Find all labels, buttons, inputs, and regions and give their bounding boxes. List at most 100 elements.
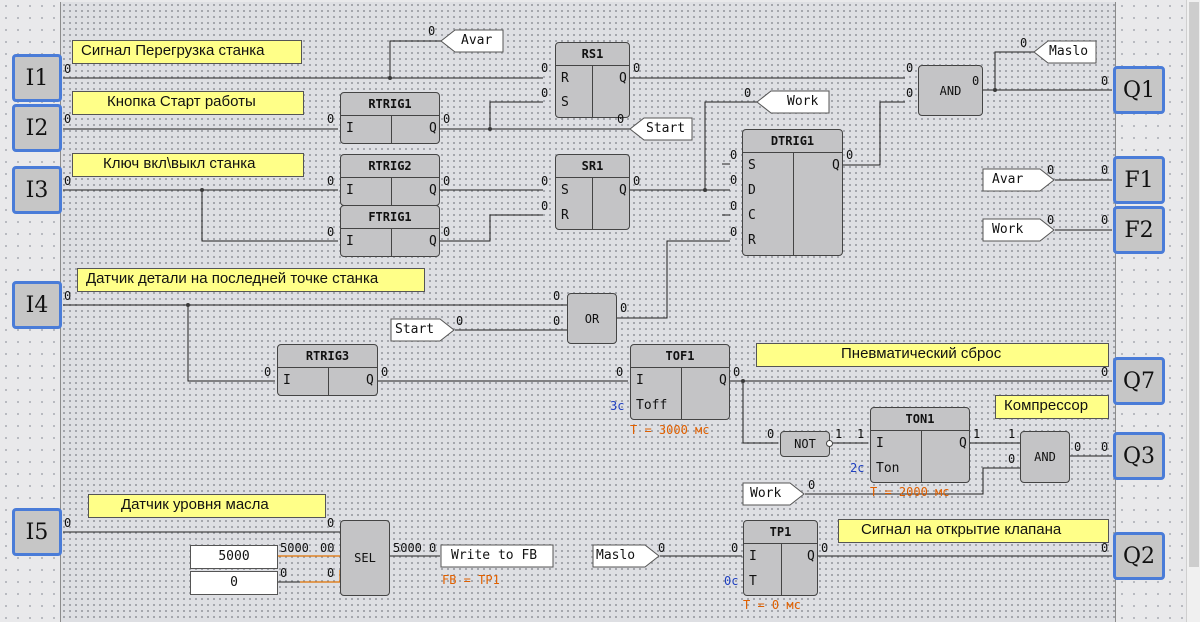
value-sr1-r: 0 (541, 199, 549, 213)
pin-dtrig1-q: Q (832, 158, 840, 173)
block-ftrig1-title: FTRIG1 (368, 210, 412, 224)
gate-and-q3[interactable]: AND (1020, 431, 1070, 483)
gate-not[interactable]: NOT (780, 431, 830, 457)
output-terminal-q1[interactable]: Q1 (1113, 66, 1165, 114)
tag-in-work-and[interactable]: Work (742, 482, 805, 506)
pin-dtrig1-r: R (748, 233, 756, 248)
input-terminal-i1[interactable]: I1 (12, 54, 62, 102)
tag-out-maslo[interactable]: Maslo (1034, 40, 1097, 64)
output-terminal-q7[interactable]: Q7 (1113, 357, 1165, 405)
value-q1: 0 (1101, 74, 1109, 88)
input-terminal-i5[interactable]: I5 (12, 508, 62, 556)
block-tp1-title: TP1 (769, 525, 792, 539)
pin-rtrig1-q: Q (429, 121, 437, 136)
block-ftrig1[interactable]: FTRIG1 I Q (340, 205, 440, 257)
block-sel[interactable]: SEL (340, 520, 390, 596)
value-and2-q: 0 (1074, 440, 1082, 454)
block-dtrig1-title: DTRIG1 (770, 134, 815, 148)
output-terminal-q3[interactable]: Q3 (1113, 432, 1165, 480)
vertical-scrollbar[interactable] (1186, 0, 1200, 622)
block-tof1[interactable]: TOF1 I Toff Q (630, 344, 730, 420)
block-tof1-title: TOF1 (665, 349, 695, 363)
value-rtrig1-q: 0 (443, 112, 451, 126)
output-terminal-f1[interactable]: F1 (1113, 156, 1165, 204)
comment-pneumatic[interactable]: Пневматический сброс (756, 343, 1109, 367)
tag-in-work-f2[interactable]: Work (982, 218, 1055, 242)
comment-start-button[interactable]: Кнопка Старт работы (72, 91, 304, 115)
pin-sr1-s: S (561, 183, 569, 198)
block-rtrig2[interactable]: RTRIG2 I Q (340, 154, 440, 206)
pin-ton1-q: Q (959, 436, 967, 451)
block-rs1[interactable]: RS1 R S Q (555, 42, 630, 118)
tag-write-fb-label: Write to FB (451, 548, 538, 563)
block-ton1[interactable]: TON1 I Ton Q (870, 407, 970, 483)
value-and-a: 0 (906, 61, 914, 75)
block-dtrig1[interactable]: DTRIG1 S D C R Q (742, 129, 843, 256)
value-rtrig2-q: 0 (443, 174, 451, 188)
tag-in-avar[interactable]: Avar (982, 168, 1055, 192)
block-rtrig1-title: RTRIG1 (368, 97, 412, 111)
value-sel-out2: 0 (429, 541, 437, 555)
comment-overload[interactable]: Сигнал Перегрузка станка (72, 40, 302, 64)
pin-rs1-r: R (561, 71, 569, 86)
value-i1: 0 (64, 62, 72, 76)
comment-key-switch[interactable]: Ключ вкл\выкл станка (72, 153, 304, 177)
value-i5: 0 (64, 516, 72, 530)
output-terminal-f2[interactable]: F2 (1113, 206, 1165, 254)
block-rtrig3-title: RTRIG3 (305, 349, 350, 363)
pin-dtrig1-d: D (748, 183, 756, 198)
value-and2-b: 0 (1008, 452, 1016, 466)
value-q7: 0 (1101, 365, 1109, 379)
value-rs1-r: 0 (541, 61, 549, 75)
value-dtrig-d: 0 (730, 173, 738, 187)
block-rtrig3[interactable]: RTRIG3 I Q (277, 344, 378, 396)
pin-dtrig1-c: C (748, 208, 756, 223)
value-ton-q: 1 (973, 427, 981, 441)
scrollbar-thumb[interactable] (1189, 2, 1199, 567)
tag-in-avar-label: Avar (992, 172, 1024, 187)
value-tof-i: 0 (616, 365, 624, 379)
input-terminal-i4[interactable]: I4 (12, 281, 62, 329)
tag-out-start[interactable]: Start (630, 117, 693, 141)
value-ton-i: 1 (857, 427, 865, 441)
const-5000[interactable]: 5000 (190, 545, 278, 569)
value-rs1-s: 0 (541, 86, 549, 100)
pin-sr1-r: R (561, 208, 569, 223)
pin-rtrig2-i: I (346, 183, 354, 198)
wire-tof-not (742, 381, 778, 444)
value-not-out: 1 (835, 427, 843, 441)
wire-i3-ftrig1 (201, 190, 338, 242)
value-f2-in: 0 (1047, 213, 1055, 227)
comment-valve[interactable]: Сигнал на открытие клапана (838, 519, 1109, 543)
output-terminal-q2[interactable]: Q2 (1113, 532, 1165, 580)
pin-tp1-i: I (749, 549, 757, 564)
pin-ton1-i: I (876, 436, 884, 451)
comment-part-sensor[interactable]: Датчик детали на последней точке станка (77, 268, 425, 292)
value-avar: 0 (428, 24, 436, 38)
value-i4: 0 (64, 289, 72, 303)
tag-out-work[interactable]: Work (757, 90, 830, 114)
value-start-in: 0 (456, 314, 464, 328)
gate-or[interactable]: OR (567, 293, 617, 344)
comment-oil-level[interactable]: Датчик уровня масла (88, 494, 326, 518)
value-tp-i: 0 (731, 541, 739, 555)
block-rtrig1[interactable]: RTRIG1 I Q (340, 92, 440, 144)
value-f1: 0 (1101, 163, 1109, 177)
tag-out-avar[interactable]: Avar (441, 29, 504, 53)
input-terminal-i2[interactable]: I2 (12, 104, 62, 152)
const-0[interactable]: 0 (190, 571, 278, 595)
input-terminal-i3[interactable]: I3 (12, 166, 62, 214)
block-tp1[interactable]: TP1 I T Q (743, 520, 818, 596)
tag-in-start[interactable]: Start (390, 318, 455, 342)
tag-in-maslo[interactable]: Maslo (592, 544, 660, 568)
gate-and-q1[interactable]: AND (918, 65, 983, 116)
value-ftrig1-i: 0 (327, 225, 335, 239)
block-rtrig2-title: RTRIG2 (368, 159, 412, 173)
tag-write-fb[interactable]: Write to FB (440, 544, 554, 568)
block-rs1-title: RS1 (581, 47, 604, 61)
tag-in-start-label: Start (395, 322, 435, 337)
wire-i1-avar (389, 40, 441, 78)
comment-compressor[interactable]: Компрессор (995, 395, 1109, 419)
block-sr1[interactable]: SR1 S R Q (555, 154, 630, 230)
value-sr1-q: 0 (633, 174, 641, 188)
